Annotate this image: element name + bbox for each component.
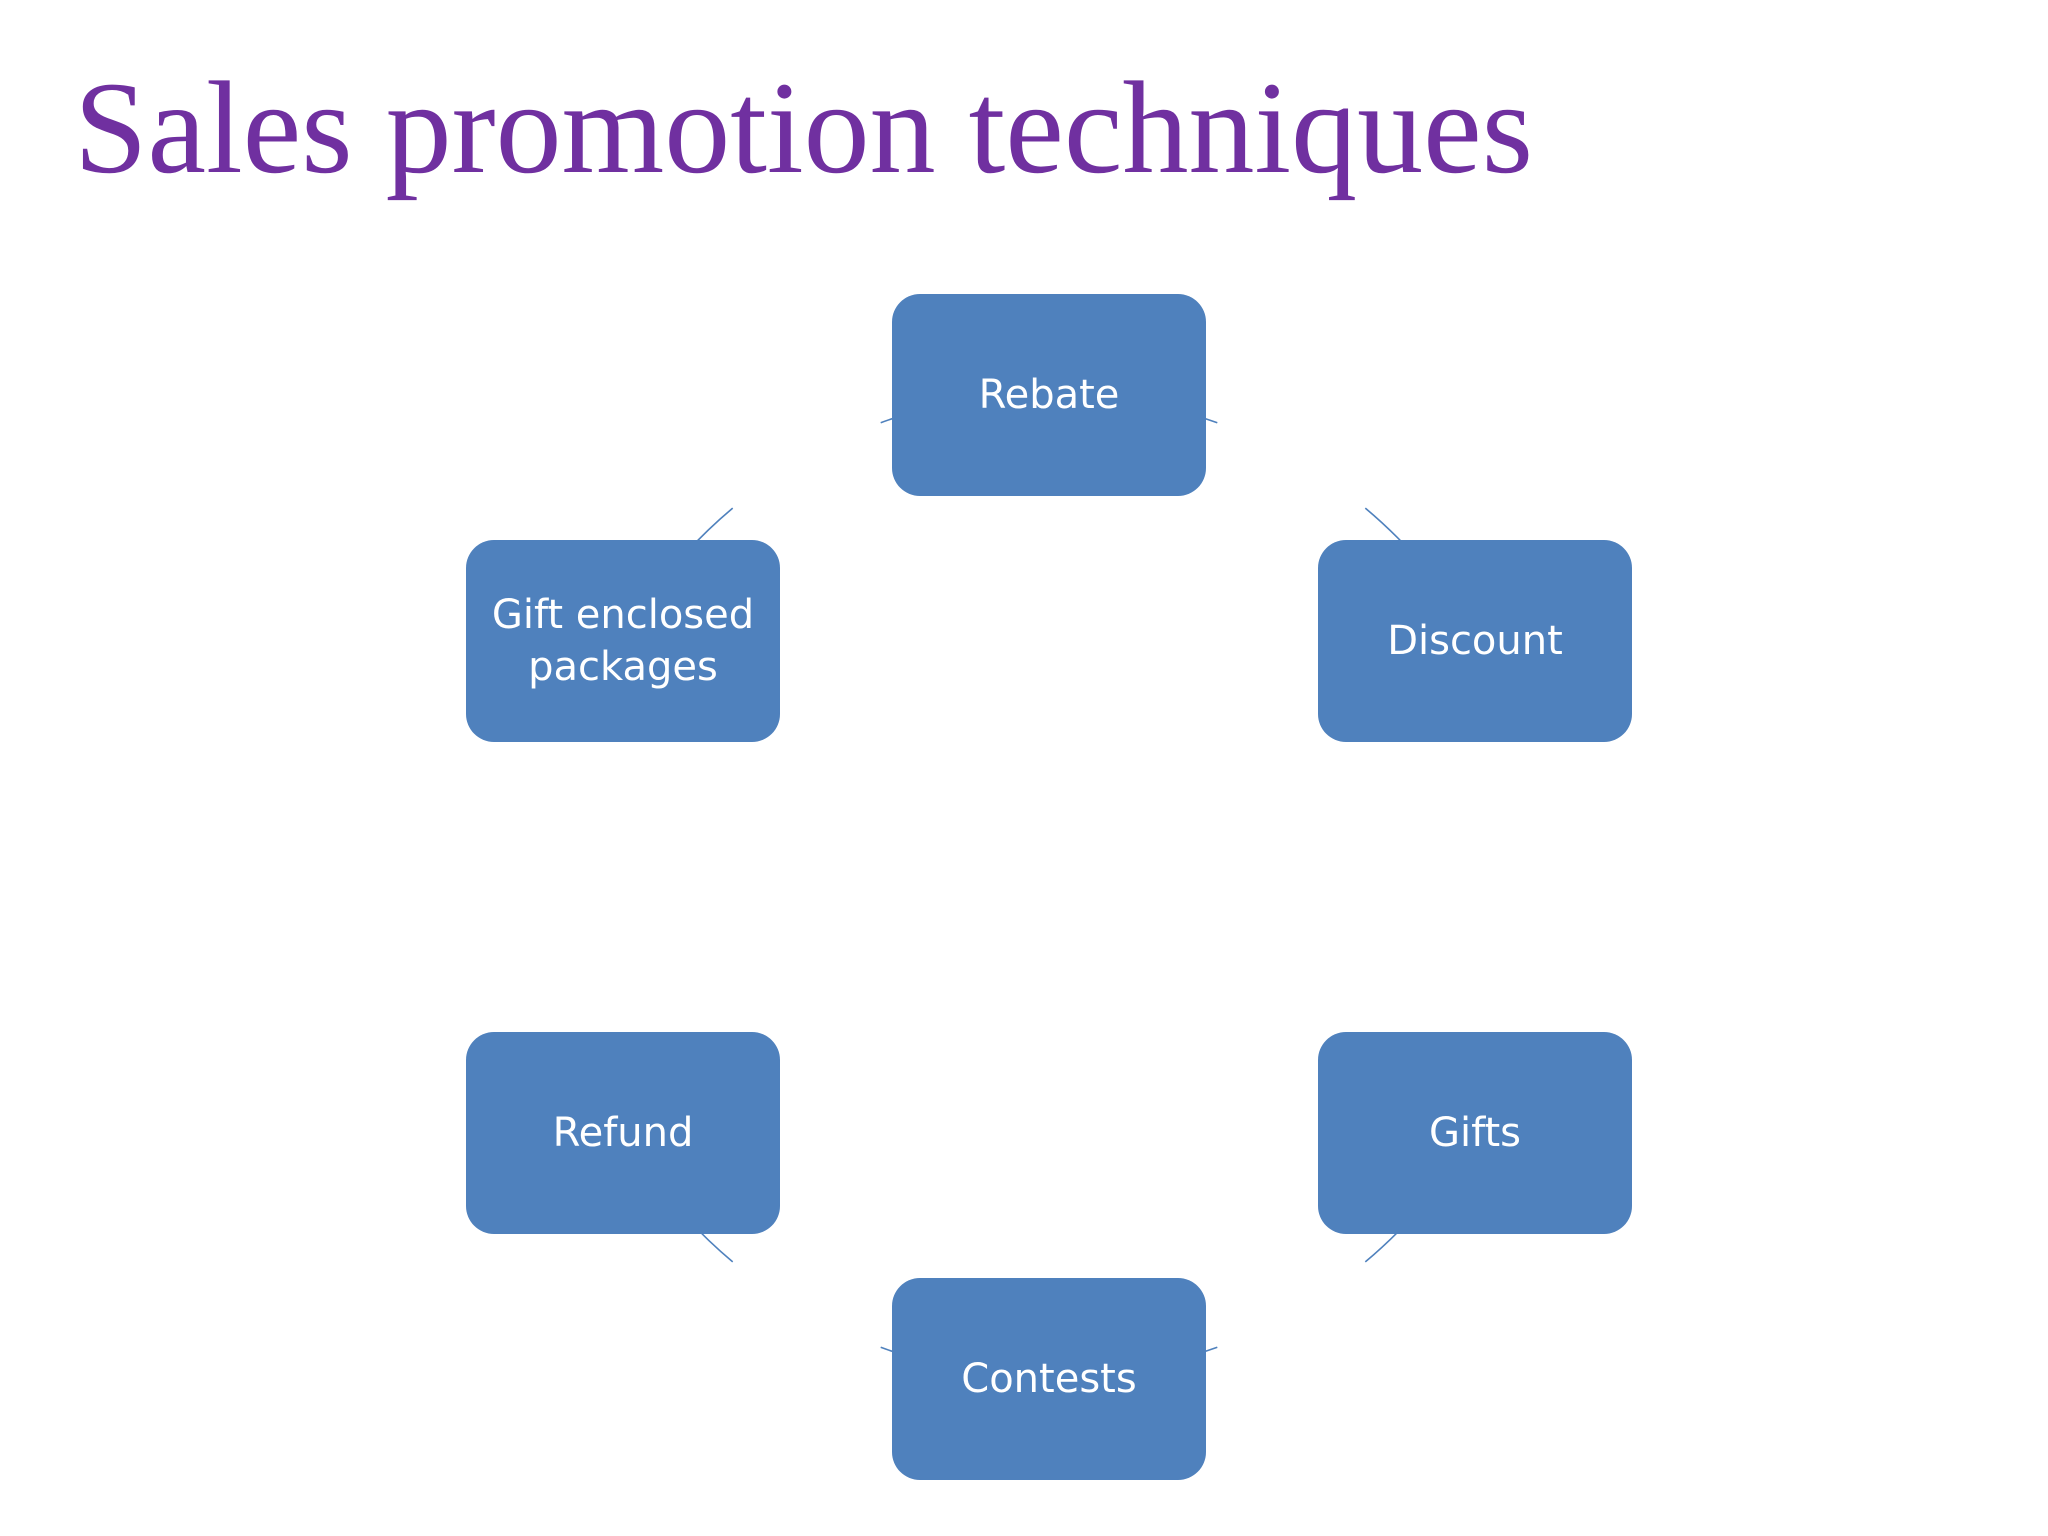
cycle-node-label: Contests bbox=[961, 1356, 1137, 1402]
cycle-node-label: Gifts bbox=[1428, 1110, 1521, 1156]
page-title: Sales promotion techniques bbox=[74, 54, 1534, 201]
cycle-node-contests: Contests bbox=[892, 1278, 1206, 1480]
cycle-node-refund: Refund bbox=[466, 1032, 780, 1234]
cycle-node-label: Discount bbox=[1387, 618, 1563, 664]
cycle-node-rebate: Rebate bbox=[892, 294, 1206, 496]
cycle-node-discount: Discount bbox=[1318, 540, 1632, 742]
cycle-node-label: Gift enclosed packages bbox=[491, 592, 755, 690]
cycle-node-gifts: Gifts bbox=[1318, 1032, 1632, 1234]
cycle-node-gift-enclosed-packages: Gift enclosed packages bbox=[466, 540, 780, 742]
cycle-node-label: Rebate bbox=[978, 372, 1120, 418]
cycle-node-label: Refund bbox=[552, 1110, 694, 1156]
